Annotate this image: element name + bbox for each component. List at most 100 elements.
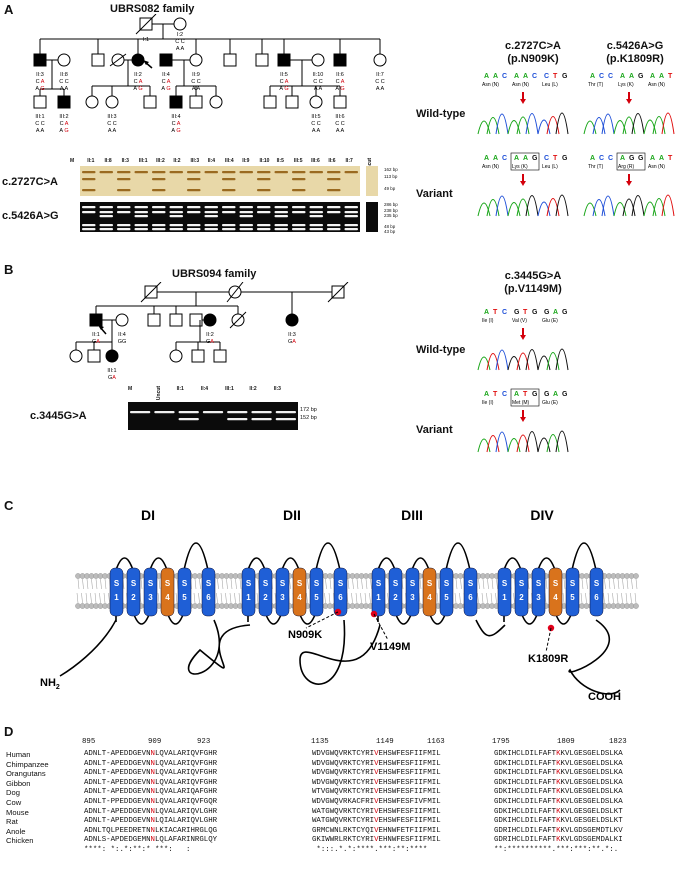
base-call: C <box>532 73 537 80</box>
consensus-row: *:::.*.*:****.***:**:**** <box>312 846 428 854</box>
genotype-2: A G <box>133 86 142 92</box>
trace-peak <box>525 195 539 217</box>
gel-band <box>169 211 183 214</box>
lipid-tail <box>355 592 358 604</box>
segment-letter: S <box>114 579 120 588</box>
trace-peak <box>477 120 491 135</box>
mutation-label: N909K <box>288 629 322 641</box>
lane-label: III:1 <box>225 386 234 392</box>
base-call: T <box>523 309 528 316</box>
amino-acid: Leu (L) <box>542 164 558 170</box>
gel-a1-label: c.2727C>A <box>2 176 58 188</box>
base-call: A <box>629 73 634 80</box>
lane-label: II:4 <box>200 386 209 392</box>
segment-number: 1 <box>502 593 507 602</box>
linker-ii-iii <box>299 619 381 685</box>
gel-band <box>327 189 341 192</box>
gel-band <box>239 211 253 214</box>
genotype-1: C A <box>162 79 171 85</box>
gel-band <box>117 178 131 181</box>
gel-band <box>187 224 201 227</box>
base-call: A <box>553 391 558 398</box>
lipid-tail <box>580 592 583 604</box>
segment-letter: S <box>131 579 137 588</box>
base-call: A <box>523 73 528 80</box>
gel-band <box>82 228 96 231</box>
domain-label: DIII <box>401 507 423 523</box>
segment-letter: S <box>410 579 416 588</box>
trace-peak <box>555 194 569 217</box>
segment-number: 4 <box>297 593 302 602</box>
gel-band <box>327 211 341 214</box>
gel-band <box>292 228 306 231</box>
consensus-row: ****: *:.*:**:* ***: : <box>84 846 204 854</box>
trace-peak <box>652 116 666 135</box>
lipid-tail <box>140 578 143 590</box>
lane-label: M <box>128 386 133 392</box>
lipid-tail <box>622 578 624 590</box>
gel-band <box>202 411 224 414</box>
base-call: A <box>514 391 519 398</box>
gel-band <box>187 228 201 231</box>
base-call: T <box>553 73 558 80</box>
segment-letter: S <box>536 579 542 588</box>
gel-band <box>169 215 183 218</box>
gel-a2-label: c.5426A>G <box>2 210 59 222</box>
amino-acid: Arg (R) <box>618 164 634 170</box>
mutation-label: V1149M <box>370 641 410 653</box>
position-arrowhead <box>626 99 632 104</box>
lipid-tail <box>329 578 332 590</box>
gel-band <box>239 206 253 209</box>
domain-label: DI <box>141 507 155 523</box>
gel-band <box>274 215 288 218</box>
trace-peak <box>537 355 551 371</box>
pedigree-id: II:3 <box>288 332 296 338</box>
lipid-tail <box>586 578 588 590</box>
trace-peak <box>486 435 500 453</box>
gel-band <box>292 224 306 227</box>
pedigree-id: III:4 <box>171 114 180 120</box>
pedigree-id: II:2 <box>134 72 142 78</box>
lipid-tail <box>491 578 494 590</box>
gel-a1-uncut <box>366 166 378 196</box>
lipid-tail <box>193 592 196 604</box>
position-number: 1823 <box>609 738 627 746</box>
transmembrane-segment <box>292 567 307 617</box>
alignment-row: ADNLT-PPEDDGEVNNLQVALARIQVFGQR <box>84 798 218 806</box>
trace-peak <box>643 119 657 135</box>
trace-peak <box>537 437 551 453</box>
amino-acid: Asn (N) <box>512 82 529 88</box>
amino-acid: Glu (E) <box>542 400 558 406</box>
lipid-tail <box>617 578 620 590</box>
lipid-tail <box>351 592 353 604</box>
gel-band <box>204 228 218 231</box>
amino-acid: Val (V) <box>512 318 527 324</box>
alignment-row: GDKIHCLDILFAFTKKVLGESGELDSLKA <box>494 788 623 797</box>
band-size: 162 bp <box>384 167 398 172</box>
base-call: G <box>562 73 568 80</box>
gel-band <box>257 171 271 174</box>
segment-number: 5 <box>314 593 319 602</box>
lipid-tail <box>94 592 97 604</box>
gel-band <box>152 224 166 227</box>
lipid-tail <box>230 578 233 590</box>
band-size: 172 bp <box>300 407 317 413</box>
lane-label: III:4 <box>225 158 234 164</box>
gel-band <box>152 189 166 192</box>
base-call: C <box>502 155 507 162</box>
base-call: G <box>544 391 550 398</box>
species-name: Chimpanzee <box>6 759 49 769</box>
base-call: A <box>590 73 595 80</box>
gel-band <box>292 189 306 192</box>
lane-label: II:9 <box>242 158 250 164</box>
alignment-row: ADNLS-APDEDGEMNNLQLAFARINRGLQY <box>84 836 218 845</box>
base-call: A <box>650 73 655 80</box>
trace-peak <box>546 434 560 453</box>
pedigree-id: II:2 <box>206 332 214 338</box>
mutation-leader <box>545 627 552 653</box>
trace-peak <box>652 198 666 217</box>
gel-band <box>222 211 236 214</box>
genotype: GG <box>118 339 127 345</box>
pedigree-id: I:2 <box>177 32 183 38</box>
genotype: GA <box>92 339 100 345</box>
